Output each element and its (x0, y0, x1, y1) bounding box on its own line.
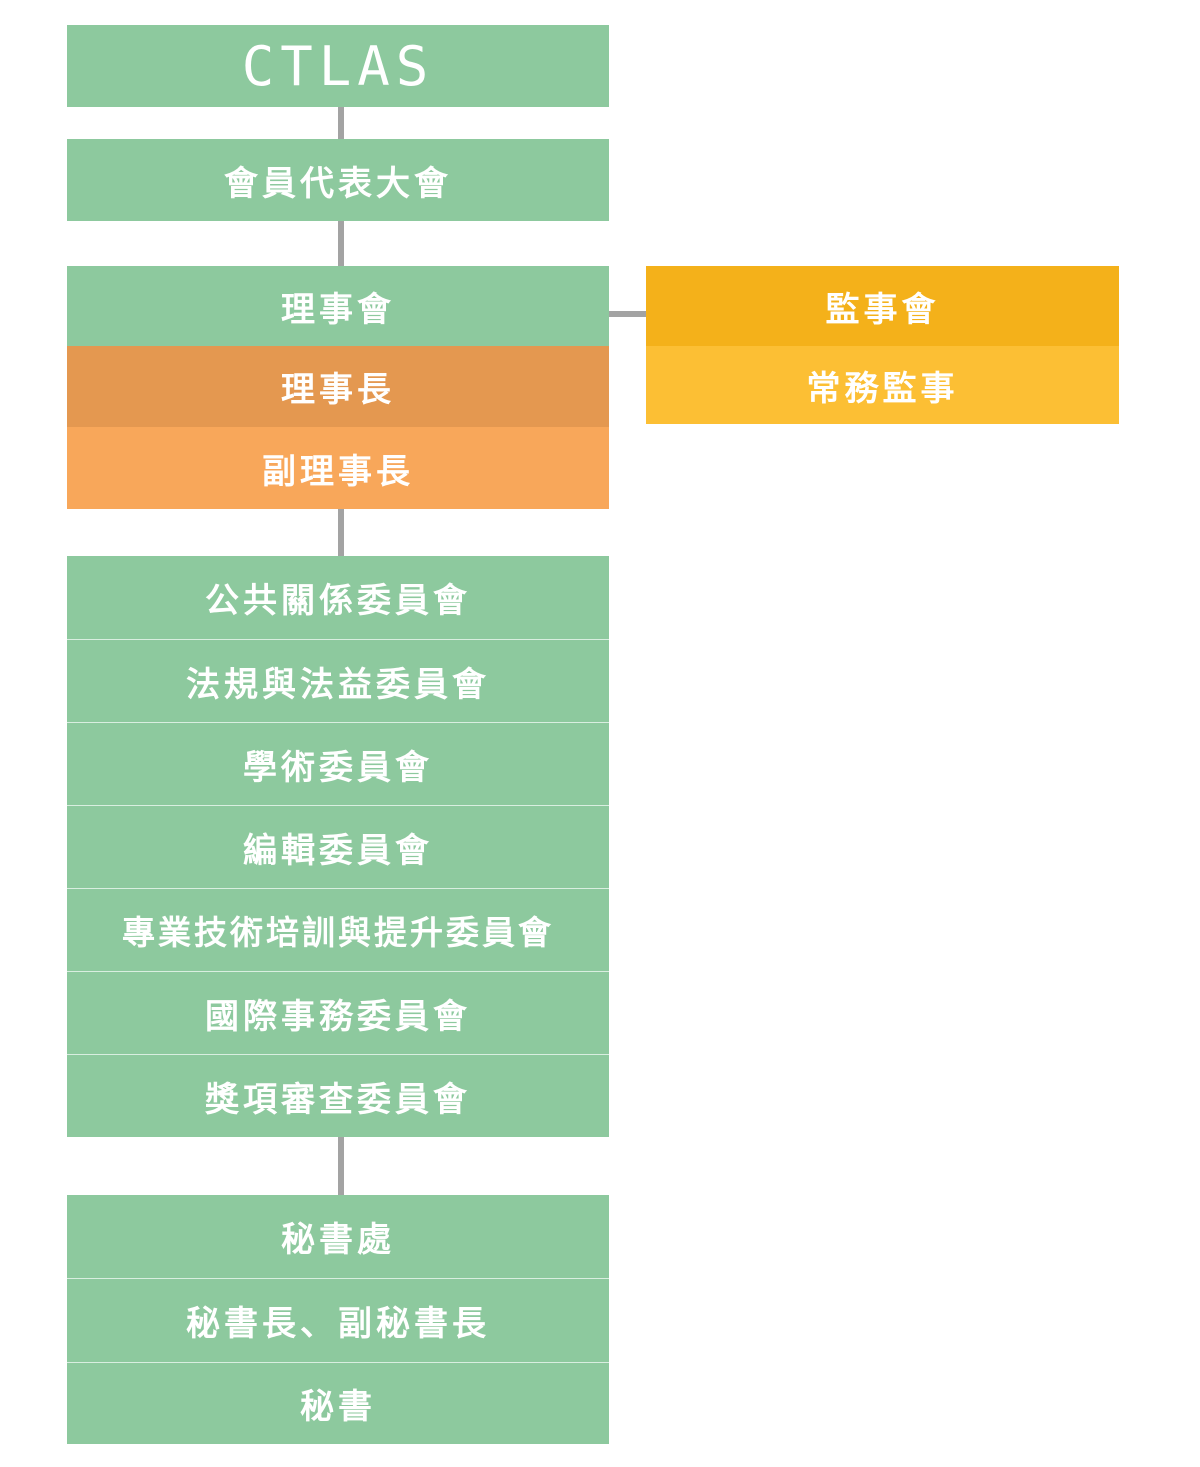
board-chair-node: 理事長 (67, 346, 609, 427)
secretary-node: 秘書 (67, 1362, 609, 1444)
connector-assembly-board (338, 221, 344, 266)
committee-international-affairs: 國際事務委員會 (67, 971, 609, 1054)
committee-academic: 學術委員會 (67, 722, 609, 805)
committee-public-relations: 公共關係委員會 (67, 556, 609, 639)
connector-board-supervisors (609, 311, 646, 317)
standing-supervisor-node: 常務監事 (646, 346, 1119, 424)
board-vice-chair-node: 副理事長 (67, 427, 609, 509)
root-node: CTLAS (67, 25, 609, 107)
committee-editorial: 編輯委員會 (67, 805, 609, 888)
board-node: 理事會 (67, 266, 609, 346)
connector-committees-secretariat (338, 1137, 344, 1195)
secretary-general-node: 秘書長、副秘書長 (67, 1278, 609, 1362)
connector-root-assembly (338, 107, 344, 139)
committee-professional-training: 專業技術培訓與提升委員會 (67, 888, 609, 971)
committee-regulations: 法規與法益委員會 (67, 639, 609, 722)
general-assembly-node: 會員代表大會 (67, 139, 609, 221)
secretariat-node: 秘書處 (67, 1195, 609, 1278)
supervisors-node: 監事會 (646, 266, 1119, 346)
connector-board-committees (338, 509, 344, 556)
committee-awards-review: 獎項審查委員會 (67, 1054, 609, 1137)
